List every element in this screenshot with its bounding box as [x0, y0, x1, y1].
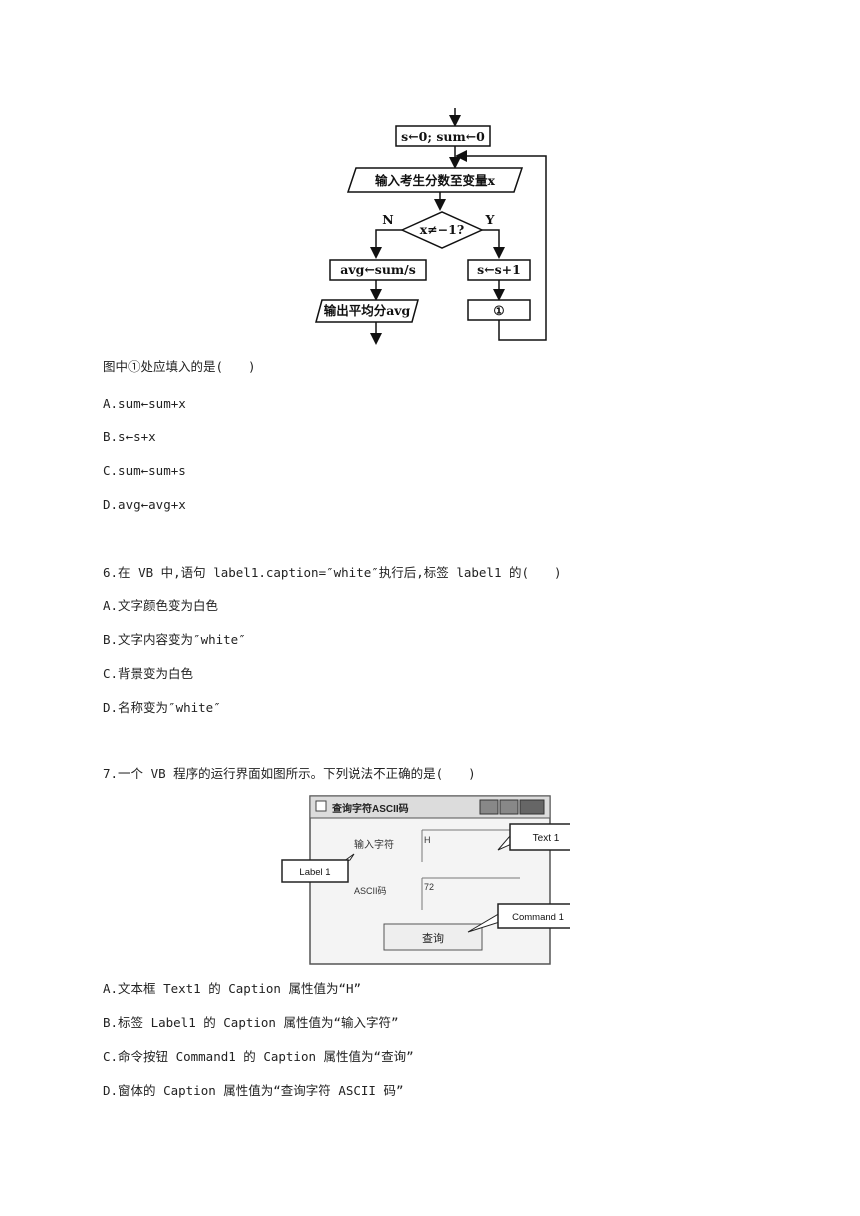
q5-option-b: B.s←s+x: [103, 429, 156, 444]
q7-option-b: B.标签 Label1 的 Caption 属性值为“输入字符”: [103, 1015, 399, 1030]
inc-text: s←s+1: [477, 262, 521, 277]
q7-option-a: A.文本框 Text1 的 Caption 属性值为“H”: [103, 981, 362, 996]
text2-value: 72: [424, 882, 434, 892]
q6-stem: 6.在 VB 中,语句 label1.caption=″white″执行后,标签…: [103, 565, 562, 580]
output-text: 输出平均分avg: [324, 303, 411, 318]
title-buttons: [479, 799, 545, 815]
init-box: [395, 125, 491, 147]
vb-window-figure: 查询字符ASCII码 输入字符 ASCII码 H 72 查询 Text 1 La…: [281, 795, 570, 965]
text2-box: 72: [421, 877, 520, 910]
output-parallelogram: [315, 299, 419, 323]
text1-value: H: [424, 835, 431, 845]
q6-option-b: B.文字内容变为″white″: [103, 632, 246, 647]
q5-option-c: C.sum←sum+s: [103, 463, 186, 478]
flowchart: s←0; sum←0 输入考生分数至变量x x≠−1? N Y avg←sum/…: [315, 108, 547, 345]
q6-option-c: C.背景变为白色: [103, 666, 194, 681]
q7-option-c: C.命令按钮 Command1 的 Caption 属性值为“查询”: [103, 1049, 414, 1064]
query-button-label: 查询: [422, 931, 444, 945]
label-input: 输入字符: [354, 838, 394, 851]
q5-stem: 图中①处应填入的是( ): [103, 359, 256, 374]
input-parallelogram: [346, 167, 524, 193]
callout-text1: Text 1: [497, 823, 570, 851]
no-label: N: [382, 212, 393, 227]
text1-box: H: [421, 829, 520, 862]
q6-option-d: D.名称变为″white″: [103, 700, 221, 715]
q6-option-a: A.文字颜色变为白色: [103, 598, 219, 613]
input-text: 输入考生分数至变量x: [375, 173, 496, 188]
callout-label1: Label 1: [281, 853, 355, 883]
callout-text1-label: Text 1: [533, 833, 560, 844]
yes-label: Y: [485, 212, 496, 227]
q5-option-a: A.sum←sum+x: [103, 396, 186, 411]
cond-text: x≠−1?: [420, 222, 464, 237]
q7-stem: 7.一个 VB 程序的运行界面如图所示。下列说法不正确的是( ): [103, 766, 476, 781]
q7-option-d: D.窗体的 Caption 属性值为“查询字符 ASCII 码”: [103, 1083, 404, 1098]
init-text: s←0; sum←0: [401, 129, 485, 144]
label-ascii: ASCII码: [354, 886, 387, 896]
query-button: [383, 923, 483, 951]
callout-command1: Command 1: [467, 903, 570, 933]
vb-title: 查询字符ASCII码: [331, 802, 409, 815]
avg-text: avg←sum/s: [340, 262, 416, 277]
q5-option-d: D.avg←avg+x: [103, 497, 186, 512]
callout-command1-label: Command 1: [512, 912, 564, 923]
blank-text: ①: [493, 303, 504, 318]
avg-box: [329, 259, 427, 281]
callout-label1-label: Label 1: [299, 867, 330, 878]
